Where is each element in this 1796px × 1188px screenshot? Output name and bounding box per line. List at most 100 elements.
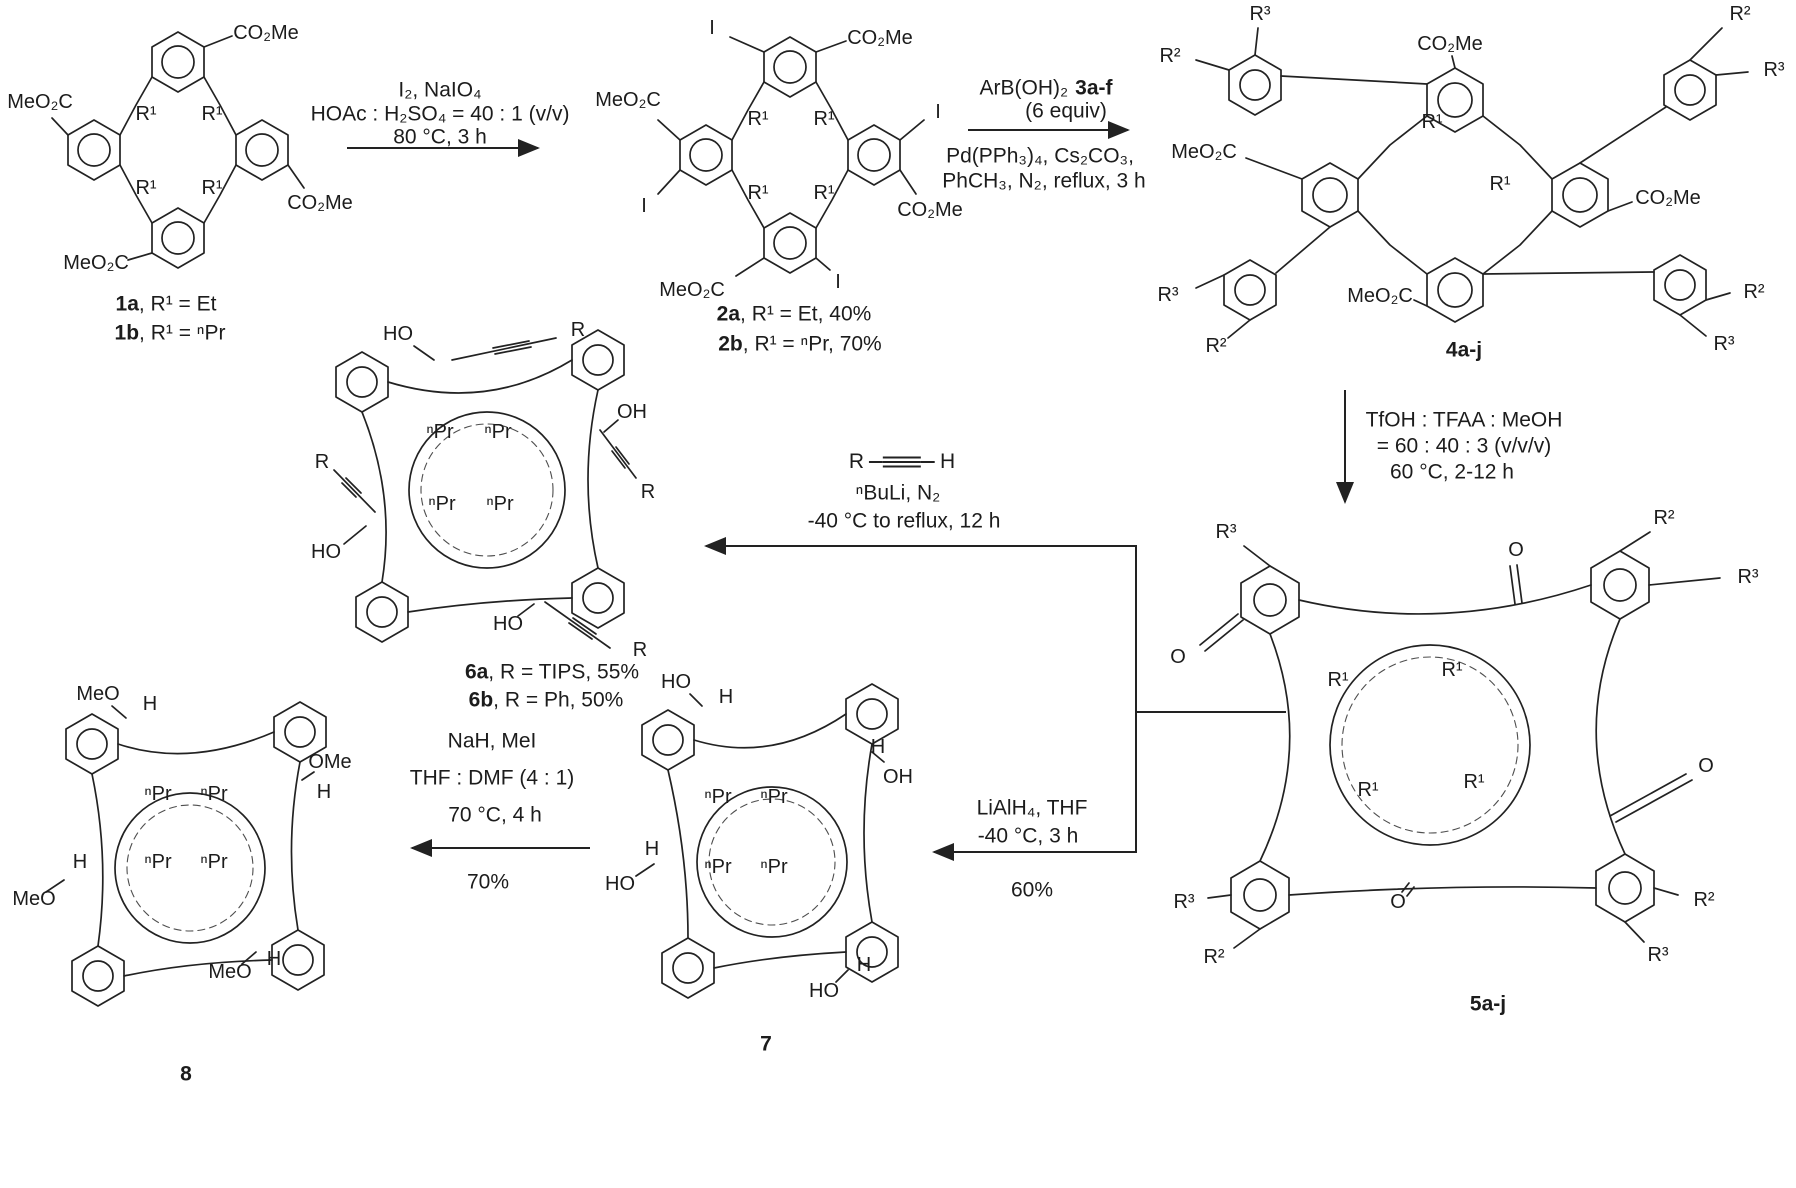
c5-r2-bl-label: R² xyxy=(1203,946,1225,968)
c2-r1-label-b: R¹ xyxy=(813,108,835,130)
cond-7-8-line-1: NaH, MeI xyxy=(447,729,537,753)
cond-4-5-line-1: TfOH : TFAA : MeOH xyxy=(1365,408,1563,432)
caption-text: , R¹ = Et xyxy=(138,292,217,316)
compound-number: 8 xyxy=(180,1062,192,1086)
c7-h-left-label: H xyxy=(644,838,660,860)
compound-8-structure xyxy=(45,701,327,1007)
c5-ketone-o-top-label: O xyxy=(1508,539,1524,561)
caption-text: , R = Ph, 50% xyxy=(493,688,624,712)
c4-r3-bl-label: R³ xyxy=(1157,284,1179,306)
compound-5-structure xyxy=(1199,531,1721,949)
c4-r2-tr-label: R² xyxy=(1729,3,1751,25)
c6-ho-left-label: HO xyxy=(311,541,341,563)
cond-4-5-line-2: = 60 : 40 : 3 (v/v/v) xyxy=(1376,434,1552,458)
c4-r2-br-label: R² xyxy=(1743,281,1765,303)
alkyne-reagent: R H xyxy=(849,450,955,474)
c5-r3-tl-label: R³ xyxy=(1215,521,1237,543)
c6-ho-bottom-label: HO xyxy=(493,613,523,635)
arrow-5-to-6 xyxy=(704,537,1286,713)
c6-r-bottom-label: R xyxy=(632,639,648,661)
c5-r1-label-d: R¹ xyxy=(1463,771,1485,793)
c4-caption: 4a-j xyxy=(1446,340,1482,361)
cond-5-6-line-1: ⁿBuLi, N₂ xyxy=(855,481,941,505)
c4-r2-bl-label: R² xyxy=(1205,335,1227,357)
c5-r3-bl-label: R³ xyxy=(1173,891,1195,913)
c5-r2-br-label: R² xyxy=(1693,889,1715,911)
c2-ester-right-label: CO₂Me xyxy=(897,199,963,221)
c1-caption-line-1: 1a, R¹ = Et xyxy=(116,294,217,315)
c8-caption: 8 xyxy=(180,1064,192,1085)
boronic-acid-label: ArB(OH)₂ xyxy=(979,76,1069,100)
c7-ho-top-label: HO xyxy=(661,671,691,693)
c7-npr-label-c: ⁿPr xyxy=(704,856,732,878)
reagent-number: 3a-f xyxy=(1075,76,1113,100)
c8-npr-label-c: ⁿPr xyxy=(144,851,172,873)
c6-npr-label-c: ⁿPr xyxy=(428,493,456,515)
c7-h-bottom-label: H xyxy=(856,954,872,976)
cond-5-7-line-1: LiAlH₄, THF xyxy=(976,796,1088,820)
c2-ester-left-label: MeO₂C xyxy=(595,89,661,111)
c2-iodo-bottom-label: I xyxy=(835,271,841,293)
c5-caption: 5a-j xyxy=(1470,994,1506,1015)
arrow-5-to-7 xyxy=(932,712,1137,861)
c5-ketone-o-left-label: O xyxy=(1170,646,1186,668)
triple-bond-icon xyxy=(869,456,935,468)
compound-7-structure xyxy=(635,683,899,999)
c2-r1-label-d: R¹ xyxy=(813,182,835,204)
caption-text: , R¹ = ⁿPr, 70% xyxy=(742,332,882,356)
c6-r-right-label: R xyxy=(640,481,656,503)
c4-ester-bottom-label: MeO₂C xyxy=(1347,285,1413,307)
c4-r3-tr-label: R³ xyxy=(1763,59,1785,81)
compound-6-structure xyxy=(333,329,637,649)
c6-oh-right-label: OH xyxy=(617,401,647,423)
c4-r2-tl-label: R² xyxy=(1159,45,1181,67)
c1-r1-label-a: R¹ xyxy=(135,103,157,125)
cond-1-2-line-1: I₂, NaIO₄ xyxy=(398,78,482,102)
c6-ho-top-label: HO xyxy=(383,323,413,345)
c2-ester-bottom-label: MeO₂C xyxy=(659,279,725,301)
c5-r1-label-c: R¹ xyxy=(1357,779,1379,801)
c6-r-top-label: R xyxy=(570,319,586,341)
c8-npr-label-a: ⁿPr xyxy=(144,783,172,805)
compound-4-structure xyxy=(1195,27,1749,339)
c2-r1-label-a: R¹ xyxy=(747,108,769,130)
caption-text: , R¹ = Et, 40% xyxy=(740,302,872,326)
compound-number: 1a xyxy=(115,292,139,316)
compound-number: 2a xyxy=(716,302,741,326)
alkyne-h-label: H xyxy=(940,450,956,473)
compound-number: 6b xyxy=(468,688,494,712)
c6-npr-label-a: ⁿPr xyxy=(426,421,454,443)
c4-ester-right-label: CO₂Me xyxy=(1635,187,1701,209)
c8-ome-right-label: OMe xyxy=(308,751,352,773)
cond-7-8-line-3: 70 °C, 4 h xyxy=(448,803,542,827)
c4-r1-label-b: R¹ xyxy=(1489,173,1511,195)
compound-number: 6a xyxy=(464,660,489,684)
cond-5-7-line-2: -40 °C, 3 h xyxy=(977,824,1079,848)
c1-ester-top-label: CO₂Me xyxy=(233,22,299,44)
c6-r-left-label: R xyxy=(314,451,330,473)
compound-number: 2b xyxy=(718,332,743,356)
c7-h-right-label: H xyxy=(870,736,886,758)
c8-h-left-label: H xyxy=(72,851,88,873)
c2-iodo-top-label: I xyxy=(709,17,715,39)
c1-caption-line-2: 1b, R¹ = ⁿPr xyxy=(115,323,226,344)
c8-h-top-label: H xyxy=(142,693,158,715)
cond-1-2-line-2: HOAc : H₂SO₄ = 40 : 1 (v/v) xyxy=(310,102,570,126)
c7-ho-bottom-label: HO xyxy=(809,980,839,1002)
cond-5-7-yield: 60% xyxy=(1010,878,1054,902)
c5-r1-label-a: R¹ xyxy=(1327,669,1349,691)
c8-h-right-label: H xyxy=(316,781,332,803)
c8-npr-label-b: ⁿPr xyxy=(200,783,228,805)
caption-text: , R¹ = ⁿPr xyxy=(139,321,226,345)
cond-1-2-line-3: 80 °C, 3 h xyxy=(393,125,487,149)
c5-r1-label-b: R¹ xyxy=(1441,659,1463,681)
c5-ketone-o-bottom-label: O xyxy=(1390,891,1406,913)
c1-ester-right-label: CO₂Me xyxy=(287,192,353,214)
c6-npr-label-d: ⁿPr xyxy=(486,493,514,515)
alkyne-r-label: R xyxy=(848,450,864,473)
compound-number: 5a-j xyxy=(1469,992,1507,1016)
c6-caption-line-1: 6a, R = TIPS, 55% xyxy=(465,662,639,683)
